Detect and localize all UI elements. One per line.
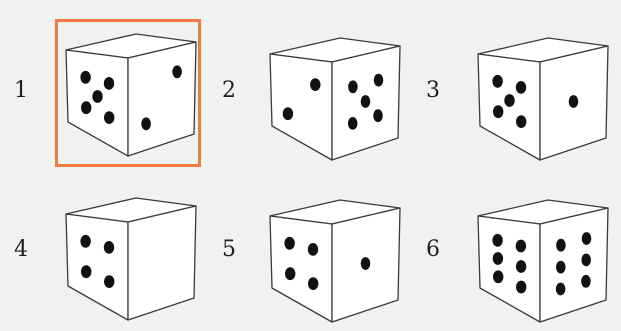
front-pip bbox=[80, 235, 90, 248]
die-option-1[interactable] bbox=[58, 30, 208, 160]
side-pip bbox=[581, 275, 591, 288]
side-pip bbox=[348, 80, 358, 93]
front-pip bbox=[81, 101, 91, 114]
side-pip bbox=[172, 65, 182, 78]
front-pip bbox=[516, 260, 526, 273]
front-pip bbox=[104, 111, 114, 124]
option-label-3: 3 bbox=[426, 78, 440, 103]
die-option-6[interactable] bbox=[470, 196, 620, 326]
side-pip bbox=[581, 254, 591, 267]
front-pip bbox=[308, 243, 318, 256]
front-pip bbox=[493, 270, 503, 283]
side-pip bbox=[361, 257, 371, 270]
front-pip bbox=[285, 267, 295, 280]
front-pip bbox=[92, 90, 102, 103]
front-pip bbox=[81, 265, 91, 278]
front-pip bbox=[492, 75, 502, 88]
die-front-face bbox=[270, 216, 332, 322]
side-pip bbox=[374, 74, 384, 87]
option-label-2: 2 bbox=[222, 78, 236, 103]
front-pip bbox=[516, 240, 526, 253]
side-pip bbox=[141, 117, 151, 130]
front-pip bbox=[493, 105, 503, 118]
side-pip bbox=[582, 232, 592, 245]
option-label-6: 6 bbox=[426, 237, 440, 262]
die-side-face bbox=[128, 206, 196, 320]
front-pip bbox=[516, 281, 526, 294]
die-front-face bbox=[66, 50, 128, 156]
front-pip bbox=[104, 77, 114, 90]
front-pip bbox=[104, 275, 114, 288]
die-side-face bbox=[128, 42, 196, 156]
front-pip bbox=[284, 237, 294, 250]
die-front-face bbox=[66, 214, 128, 320]
front-pip bbox=[104, 241, 114, 254]
die-front-face bbox=[478, 54, 540, 160]
front-pip bbox=[516, 115, 526, 128]
front-pip bbox=[504, 94, 514, 107]
front-pip bbox=[492, 234, 502, 247]
front-pip bbox=[283, 107, 293, 120]
side-pip bbox=[556, 261, 566, 274]
front-pip bbox=[516, 81, 526, 94]
die-side-face bbox=[540, 208, 608, 322]
die-front-face bbox=[270, 54, 332, 160]
side-pip bbox=[556, 283, 566, 296]
side-pip bbox=[348, 117, 358, 130]
die-option-3[interactable] bbox=[470, 34, 620, 164]
option-label-1: 1 bbox=[14, 78, 28, 103]
die-option-5[interactable] bbox=[262, 196, 412, 326]
die-front-face bbox=[478, 216, 540, 322]
option-label-5: 5 bbox=[222, 237, 236, 262]
side-pip bbox=[556, 239, 566, 252]
die-option-4[interactable] bbox=[58, 194, 208, 324]
side-pip bbox=[361, 95, 371, 108]
side-pip bbox=[373, 109, 383, 122]
front-pip bbox=[493, 252, 503, 265]
side-pip bbox=[569, 95, 579, 108]
option-label-4: 4 bbox=[14, 237, 28, 262]
front-pip bbox=[308, 277, 318, 290]
front-pip bbox=[80, 71, 90, 84]
die-option-2[interactable] bbox=[262, 34, 412, 164]
front-pip bbox=[310, 78, 320, 91]
